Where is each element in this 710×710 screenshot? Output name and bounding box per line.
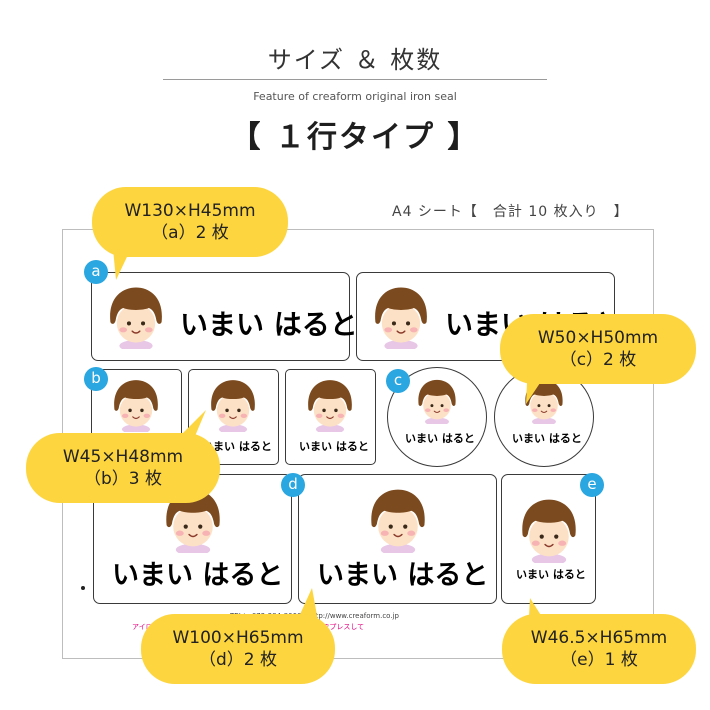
callout-e-size: W46.5×H65mm [530,628,668,648]
kid-face-icon [109,378,163,435]
callout-c-count: （c）2 枚 [559,350,637,370]
type-title: 【 １行タイプ 】 [230,120,480,155]
kid-face-icon [369,285,433,352]
callout-b-size: W45×H48mm [62,447,184,467]
label-b-2: いまい はると [188,369,279,465]
kid-face-icon [104,285,168,352]
callout-c-size: W50×H50mm [537,328,659,348]
callout-d: W100×H65mm （d）2 枚 [141,614,335,684]
callout-b-count: （b）3 枚 [83,469,162,489]
label-name: いまい はると [202,440,272,453]
label-name: いまい はると [180,308,358,341]
label-name: いまい はると [299,440,369,453]
page-subtitle: Feature of creaform original iron seal [253,90,457,103]
callout-b: W45×H48mm （b）3 枚 [26,433,220,503]
page-title: サイズ ＆ 枚数 [267,46,443,74]
label-e: いまい はると [501,474,596,604]
marker-d: d [281,473,305,497]
callout-a-size: W130×H45mm [124,201,256,221]
marker-a: a [84,260,108,284]
sheet-caption: A4 シート【 合計 10 枚入り 】 [392,204,629,220]
kid-face-icon [303,378,357,435]
kid-face-icon [206,378,260,435]
label-name: いまい はると [516,568,586,581]
label-b-3: いまい はると [285,369,376,465]
label-name: いまい はると [512,432,582,445]
callout-e: W46.5×H65mm （e）1 枚 [502,614,696,684]
callout-d-size: W100×H65mm [172,628,304,648]
label-name: いまい はると [112,560,284,591]
kid-face-icon [414,378,460,426]
kid-face-icon [516,497,582,566]
callout-e-count: （e）1 枚 [560,650,638,670]
marker-c: c [386,369,410,393]
label-d-2: いまい はると [298,474,497,604]
title-divider [163,79,547,80]
kid-face-icon [365,487,431,556]
marker-e: e [580,473,604,497]
callout-a-count: （a）2 枚 [151,223,229,243]
callout-c: W50×H50mm （c）2 枚 [500,314,696,384]
sheet-dot [81,586,85,590]
label-name: いまい はると [317,560,489,591]
label-name: いまい はると [405,432,475,445]
callout-d-count: （d）2 枚 [198,650,277,670]
marker-b: b [84,367,108,391]
label-a-1: いまい はると [91,272,358,361]
callout-a: W130×H45mm （a）2 枚 [92,187,288,257]
